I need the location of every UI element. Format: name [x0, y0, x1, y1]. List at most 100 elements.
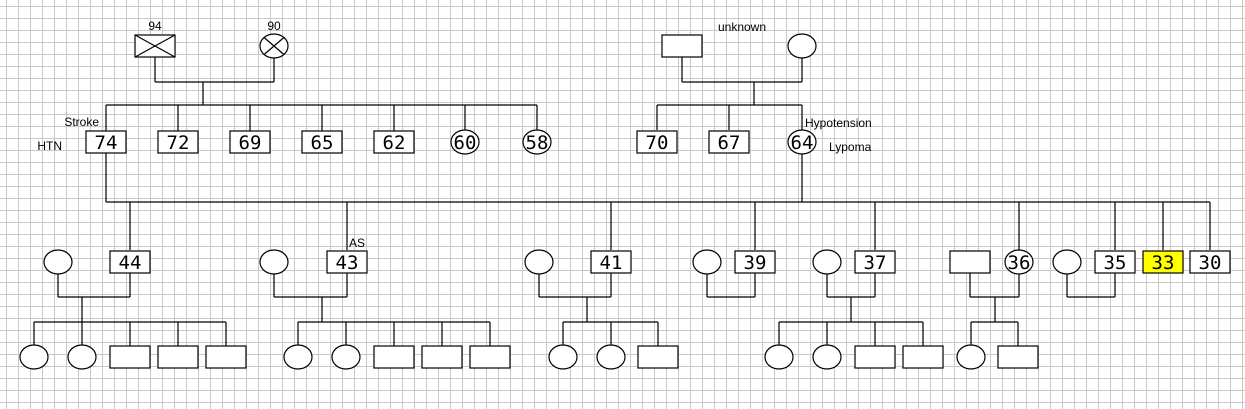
age-label: 65	[311, 132, 334, 154]
male-square	[109, 345, 151, 369]
male-symbol	[373, 130, 415, 154]
male-square: 67	[708, 130, 750, 154]
female-circle: 64	[787, 129, 817, 155]
male-square: 70	[636, 130, 678, 154]
male-square: 74	[85, 130, 127, 154]
female-symbol	[522, 129, 552, 155]
male-symbol	[373, 345, 415, 369]
deceased-mark	[263, 37, 285, 55]
male-square-proband: 33	[1142, 250, 1184, 274]
female-circle: 36	[1004, 249, 1034, 275]
age-label: 37	[864, 252, 887, 274]
female-circle	[956, 344, 986, 370]
age-label: 33	[1152, 252, 1175, 274]
male-square: 72	[157, 130, 199, 154]
male-square	[637, 345, 679, 369]
male-symbol	[326, 250, 368, 274]
female-symbol	[43, 249, 73, 275]
male-square	[469, 345, 511, 369]
female-circle: 58	[522, 129, 552, 155]
age-label: 30	[1199, 252, 1222, 274]
male-square	[157, 345, 199, 369]
age-label: 72	[167, 132, 190, 154]
male-symbol	[1142, 250, 1184, 274]
female-circle: 60	[450, 129, 480, 155]
male-square: 62	[373, 130, 415, 154]
relationship-lines	[33, 57, 1211, 346]
male-symbol	[157, 130, 199, 154]
male-symbol	[1189, 250, 1231, 274]
male-symbol	[205, 345, 247, 369]
male-symbol	[854, 345, 896, 369]
condition-note: HTN	[37, 139, 62, 153]
female-symbol	[764, 344, 794, 370]
male-square: 69	[229, 130, 271, 154]
male-square	[949, 250, 991, 274]
male-square: 30	[1189, 250, 1231, 274]
male-symbol	[708, 130, 750, 154]
female-symbol	[67, 344, 97, 370]
male-symbol	[590, 250, 632, 274]
male-square: 39	[734, 250, 776, 274]
age-label: 74	[95, 132, 118, 154]
female-circle	[596, 344, 626, 370]
male-square: 35	[1094, 250, 1136, 274]
female-symbol	[812, 344, 842, 370]
female-circle	[812, 344, 842, 370]
age-label: 36	[1008, 252, 1031, 274]
male-symbol	[469, 345, 511, 369]
female-symbol	[596, 344, 626, 370]
male-symbol	[109, 345, 151, 369]
age-label: 94	[148, 19, 162, 33]
male-square	[902, 345, 944, 369]
age-label: 41	[600, 252, 623, 274]
age-label: 44	[119, 252, 142, 274]
female-symbol	[787, 129, 817, 155]
female-symbol	[331, 344, 361, 370]
female-circle	[43, 249, 73, 275]
female-circle	[524, 249, 554, 275]
age-label: 90	[267, 19, 281, 33]
female-symbol	[1004, 249, 1034, 275]
male-square: 44	[109, 250, 151, 274]
female-symbol	[956, 344, 986, 370]
female-symbol	[19, 344, 49, 370]
male-symbol	[997, 345, 1039, 369]
female-symbol	[259, 249, 289, 275]
age-label: 43	[336, 252, 359, 274]
male-square	[373, 345, 415, 369]
female-circle	[1052, 249, 1082, 275]
female-circle	[259, 249, 289, 275]
male-symbol	[301, 130, 343, 154]
male-square	[854, 345, 896, 369]
male-symbol	[637, 345, 679, 369]
male-symbol	[109, 250, 151, 274]
male-symbol	[229, 130, 271, 154]
unknown-note: unknown	[718, 20, 766, 34]
male-symbol	[85, 130, 127, 154]
age-label: 70	[646, 132, 669, 154]
age-label: 67	[718, 132, 741, 154]
age-label: 69	[239, 132, 262, 154]
age-label: 35	[1104, 252, 1127, 274]
condition-note: Lypoma	[829, 140, 872, 154]
age-label: 64	[791, 132, 814, 154]
condition-note: Stroke	[64, 115, 99, 129]
female-symbol	[812, 249, 842, 275]
male-square: 41	[590, 250, 632, 274]
female-symbol	[524, 249, 554, 275]
female-circle	[331, 344, 361, 370]
condition-note: AS	[349, 236, 365, 250]
male-square	[205, 345, 247, 369]
male-square	[661, 34, 703, 58]
female-symbol	[283, 344, 313, 370]
age-label: 58	[526, 132, 549, 154]
female-circle	[812, 249, 842, 275]
male-symbol	[421, 345, 463, 369]
female-circle	[548, 344, 578, 370]
age-label: 39	[744, 252, 767, 274]
male-symbol	[1094, 250, 1136, 274]
male-symbol	[661, 34, 703, 58]
